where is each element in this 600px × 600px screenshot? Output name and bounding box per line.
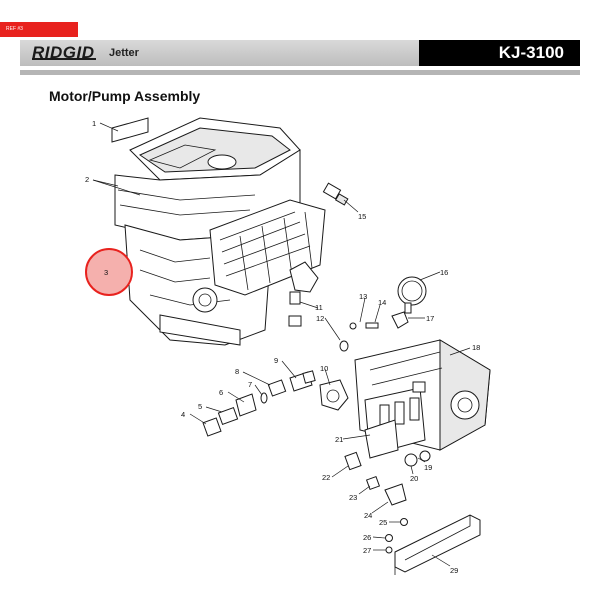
part-22 bbox=[344, 451, 362, 471]
callout-24: 24 bbox=[364, 511, 372, 520]
leader-lines bbox=[92, 122, 471, 567]
ref-tag: REF #3 bbox=[0, 22, 78, 37]
part-27 bbox=[385, 546, 393, 554]
part-29-bracket bbox=[394, 514, 481, 573]
part-15-fitting bbox=[322, 182, 349, 206]
callout-12: 12 bbox=[316, 314, 324, 323]
callout-19: 19 bbox=[424, 463, 432, 472]
callout-1: 1 bbox=[92, 119, 96, 128]
callout-22: 22 bbox=[322, 473, 330, 482]
brand-underline bbox=[32, 58, 96, 60]
callout-7: 7 bbox=[248, 380, 252, 389]
part-26 bbox=[385, 534, 393, 542]
callout-20: 20 bbox=[410, 474, 418, 483]
callout-11: 11 bbox=[315, 303, 323, 312]
model-number: KJ-3100 bbox=[419, 40, 580, 66]
callout-18: 18 bbox=[472, 343, 480, 352]
part-12 bbox=[339, 340, 349, 352]
callout-26: 26 bbox=[363, 533, 371, 542]
callout-27: 27 bbox=[363, 546, 371, 555]
engine-drawing bbox=[114, 117, 326, 346]
part-13 bbox=[349, 322, 357, 330]
part-17-elbow bbox=[391, 311, 409, 329]
callout-15: 15 bbox=[358, 212, 366, 221]
callout-29: 29 bbox=[450, 566, 458, 575]
part-24 bbox=[384, 483, 407, 506]
product-label: Jetter bbox=[109, 47, 139, 59]
part-11-fitting bbox=[288, 291, 302, 327]
part-14 bbox=[365, 322, 379, 329]
section-title: Motor/Pump Assembly bbox=[49, 88, 201, 104]
callout-14: 14 bbox=[378, 298, 386, 307]
callout-16: 16 bbox=[440, 268, 448, 277]
header-rule bbox=[20, 70, 580, 75]
part-16-gauge bbox=[397, 276, 427, 314]
callout-6: 6 bbox=[219, 388, 223, 397]
part-1-label bbox=[111, 117, 149, 143]
callout-5: 5 bbox=[198, 402, 202, 411]
callout-9: 9 bbox=[274, 356, 278, 365]
callout-23: 23 bbox=[349, 493, 357, 502]
callout-numbers: 1 2 3 4 5 6 7 8 9 10 11 12 13 14 15 16 1… bbox=[85, 119, 480, 575]
callout-2: 2 bbox=[85, 175, 89, 184]
fittings-group bbox=[202, 370, 349, 437]
part-25 bbox=[400, 518, 408, 526]
callout-10: 10 bbox=[320, 364, 328, 373]
callout-21: 21 bbox=[335, 435, 343, 444]
brand-logo: RIDGID bbox=[32, 43, 95, 62]
callout-4: 4 bbox=[181, 410, 185, 419]
highlight-circle bbox=[85, 248, 133, 296]
callout-3: 3 bbox=[104, 268, 108, 277]
callout-13: 13 bbox=[359, 292, 367, 301]
callout-8: 8 bbox=[235, 367, 239, 376]
callout-17: 17 bbox=[426, 314, 434, 323]
pump-drawing bbox=[354, 339, 491, 467]
callout-25: 25 bbox=[379, 518, 387, 527]
